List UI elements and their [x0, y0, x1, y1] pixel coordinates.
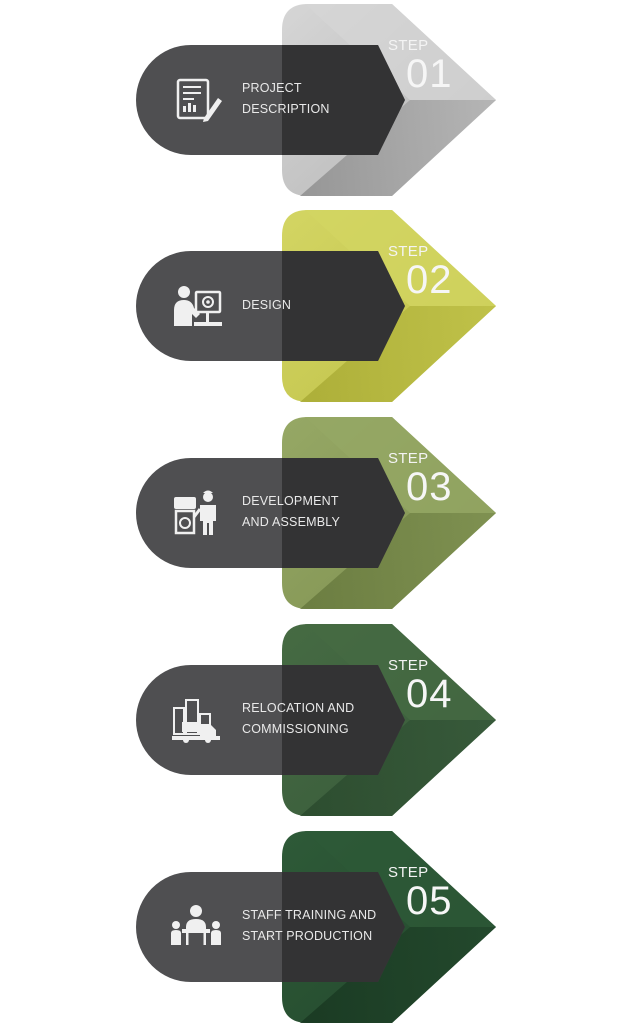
step-arrow-shape: [136, 417, 496, 609]
engineer-at-monitor-icon: [170, 280, 222, 332]
factory-truck-icon: [170, 694, 222, 746]
step-title: DESIGN: [242, 295, 392, 316]
step-title-line1: DESIGN: [242, 298, 292, 312]
step-arrow-shape: [136, 4, 496, 196]
step-title-line1: DEVELOPMENT: [242, 494, 339, 508]
step-label: STEP: [388, 450, 429, 467]
step-title: PROJECT DESCRIPTION: [242, 78, 392, 120]
step-arrow-shape: [136, 210, 496, 402]
worker-machine-icon: [170, 487, 222, 539]
document-pen-icon: [170, 74, 222, 126]
step-title: RELOCATION AND COMMISSIONING: [242, 698, 392, 740]
step-title-line2: COMMISSIONING: [242, 722, 349, 736]
step-label: STEP: [388, 37, 429, 54]
step-number: 01: [406, 52, 453, 96]
step-label: STEP: [388, 657, 429, 674]
step-arrow-shape: [136, 624, 496, 816]
step-number: 05: [406, 879, 453, 923]
step-title-line2: DESCRIPTION: [242, 102, 330, 116]
step-title-line2: START PRODUCTION: [242, 929, 373, 943]
step-title-line2: AND ASSEMBLY: [242, 515, 341, 529]
step-title-line1: RELOCATION AND: [242, 701, 355, 715]
step-number: 03: [406, 465, 453, 509]
step-label: STEP: [388, 243, 429, 260]
step-number: 02: [406, 258, 453, 302]
step-title-line1: PROJECT: [242, 81, 302, 95]
step-number: 04: [406, 672, 453, 716]
step-title: STAFF TRAINING AND START PRODUCTION: [242, 905, 392, 947]
step-title-line1: STAFF TRAINING AND: [242, 908, 377, 922]
step-label: STEP: [388, 864, 429, 881]
meeting-table-icon: [170, 901, 222, 953]
step-arrow-shape: [136, 831, 496, 1023]
step-title: DEVELOPMENT AND ASSEMBLY: [242, 491, 392, 533]
